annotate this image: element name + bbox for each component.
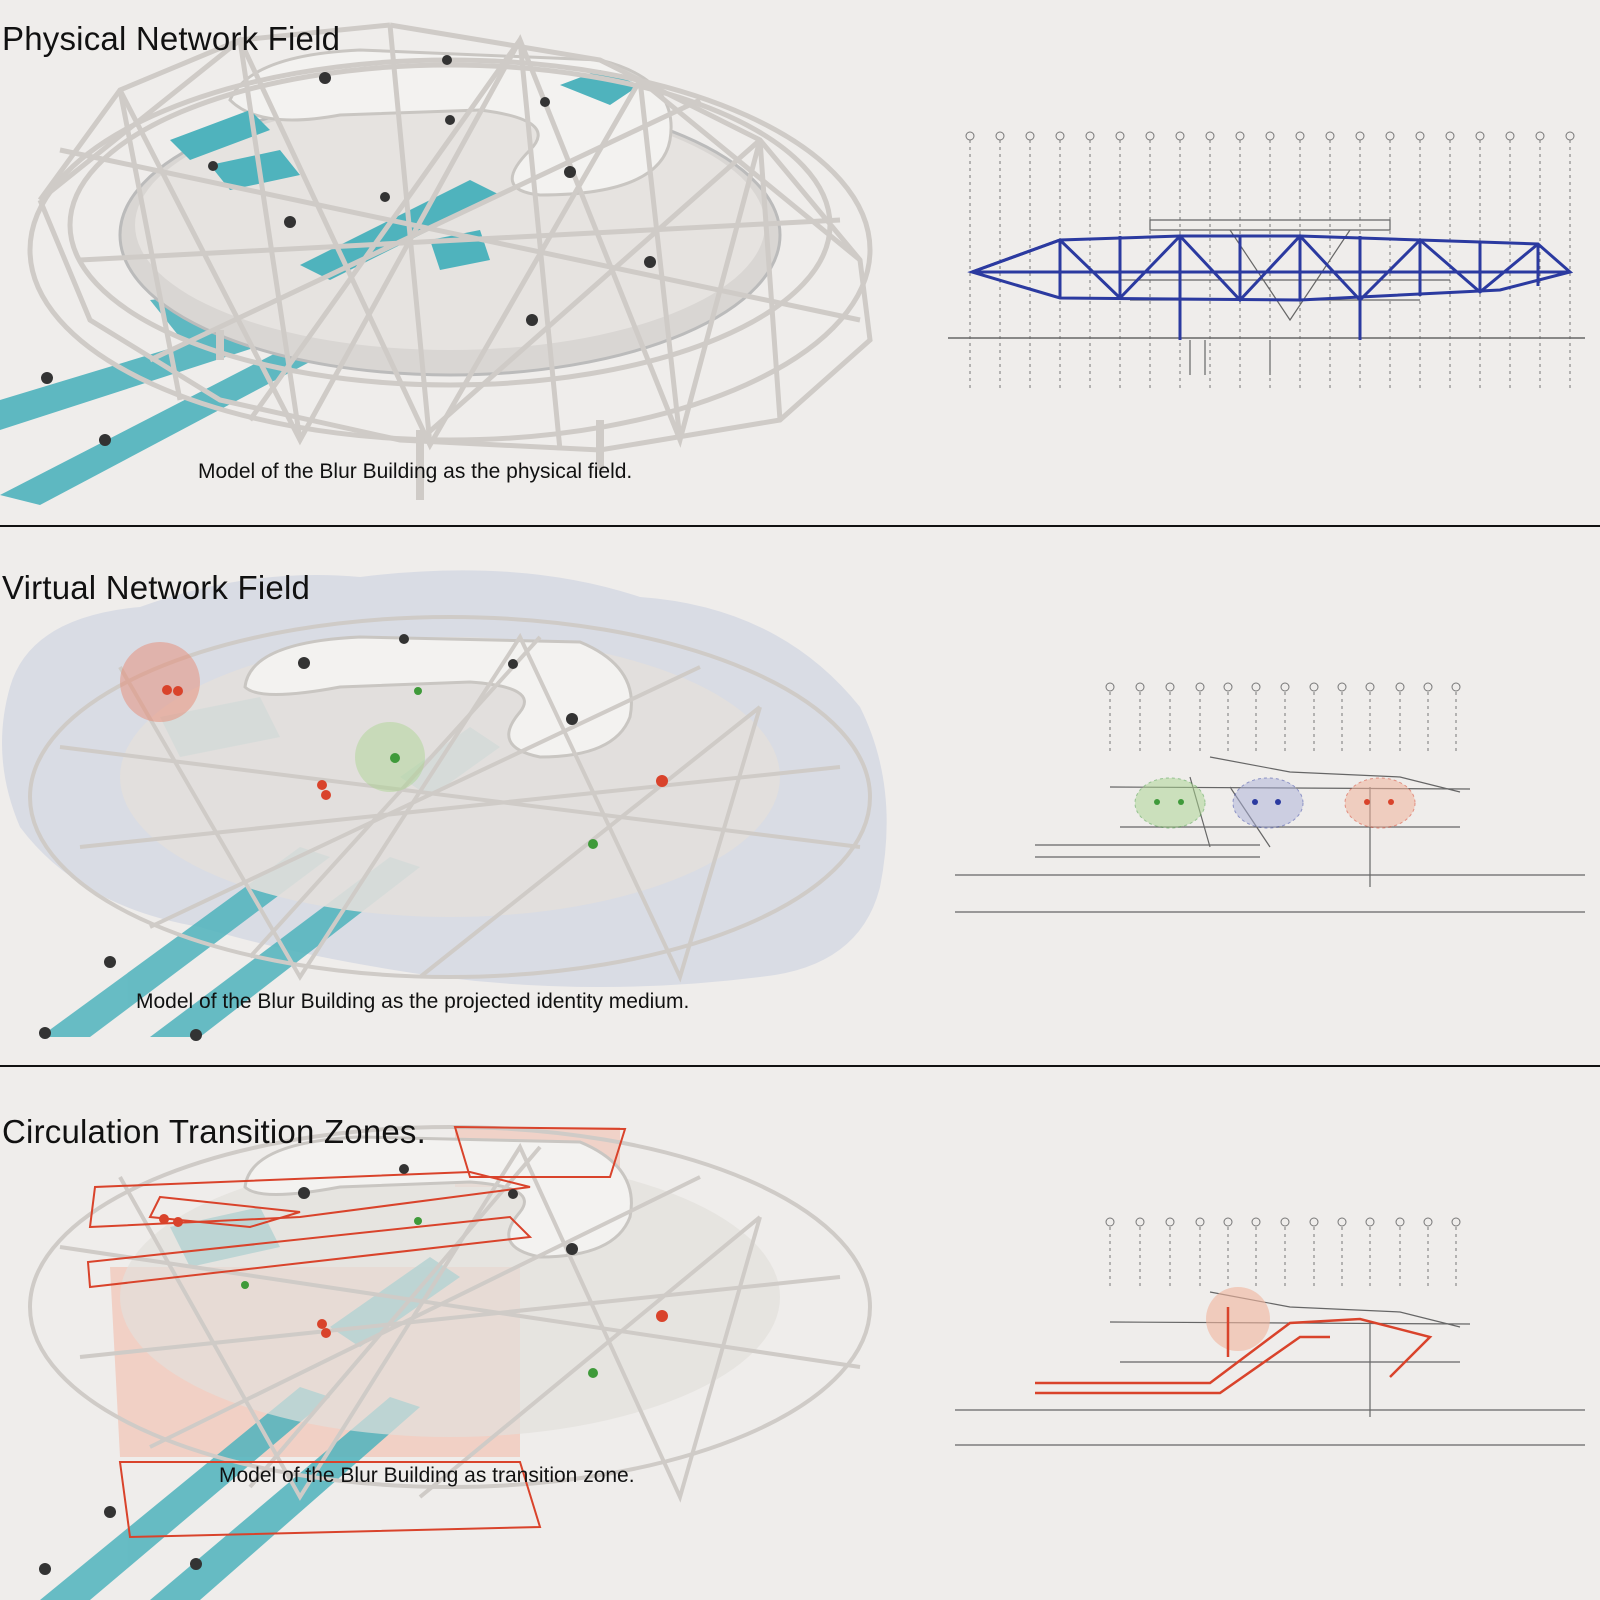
panel-circulation-transition-zones: Circulation Transition Zones. xyxy=(0,1067,1600,1600)
transition-zone-outlines xyxy=(86,1125,627,1539)
panel-caption: Model of the Blur Building as transition… xyxy=(219,1464,635,1487)
physical-field-illustration xyxy=(0,22,1585,505)
virtual-field-illustration xyxy=(2,570,1585,1041)
panel-virtual-network-field: Virtual Network Field xyxy=(0,527,1600,1065)
panel-title: Circulation Transition Zones. xyxy=(2,1113,426,1150)
panel-caption: Model of the Blur Building as the projec… xyxy=(136,990,690,1013)
panel-caption: Model of the Blur Building as the physic… xyxy=(198,460,633,483)
panel-physical-network-field: Physical Network Field xyxy=(0,0,1600,525)
panel-title: Physical Network Field xyxy=(2,20,341,57)
structural-section-drawing xyxy=(948,131,1585,390)
panel-divider xyxy=(0,525,1600,527)
panel-title: Virtual Network Field xyxy=(2,569,311,606)
occupant-markers xyxy=(41,55,656,446)
identity-markers xyxy=(39,634,668,1041)
blue-truss-highlight xyxy=(967,233,1574,340)
space-frame xyxy=(27,22,873,453)
identity-section-drawing xyxy=(955,682,1585,913)
panel-divider xyxy=(0,1065,1600,1067)
transition-section-drawing xyxy=(955,1217,1585,1446)
transition-zone-illustration xyxy=(28,1125,1585,1600)
occupant-markers xyxy=(39,1164,668,1575)
